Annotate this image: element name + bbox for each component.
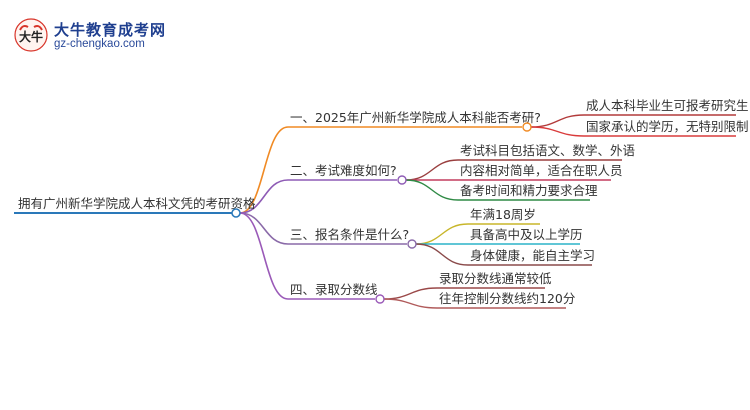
branch-label: 二、考试难度如何? [290,163,397,178]
logo-title: 大牛教育成考网 [54,21,167,39]
mind-map-nodes: 拥有广州新华学院成人本科文凭的考研资格 一、2025年广州新华学院成人本科能否考研… [18,98,749,306]
leaf-connector [530,126,585,137]
leaf-connector [405,159,459,181]
leaf-label: 录取分数线通常较低 [439,271,552,286]
leaf-label: 国家承认的学历，无特别限制 [586,119,749,134]
branch-label: 一、2025年广州新华学院成人本科能否考研? [290,110,541,125]
logo-glyph: 大牛 [19,29,43,44]
root-label: 拥有广州新华学院成人本科文凭的考研资格 [18,196,256,211]
leaf-label: 考试科目包括语文、数学、外语 [460,143,635,158]
leaf-label: 成人本科毕业生可报考研究生 [586,98,749,113]
leaf-label: 年满18周岁 [470,207,536,222]
site-logo[interactable]: 大牛 大牛教育成考网 gz-chengkao.com [14,16,214,56]
branch-connector [239,179,289,214]
leaf-connector [415,223,469,245]
branch-connector [239,126,289,214]
root-node-dot[interactable] [231,208,241,218]
bull-logo-icon: 大牛 [14,18,48,52]
leaf-connector [383,298,438,309]
leaf-label: 备考时间和精力要求合理 [460,183,598,198]
mind-map-edges [14,114,736,309]
leaf-label: 具备高中及以上学历 [470,227,583,242]
branch-node-dot[interactable] [407,239,417,249]
branch-label: 四、录取分数线 [290,282,378,297]
leaf-connector [415,243,469,266]
leaf-label: 往年控制分数线约120分 [439,291,575,306]
branch-node-dot[interactable] [522,122,532,132]
branch-label: 三、报名条件是什么? [290,227,409,242]
leaf-connector [405,179,459,201]
leaf-connector [383,287,438,300]
branch-node-dot[interactable] [397,175,407,185]
leaf-label: 身体健康，能自主学习 [470,248,595,263]
branch-node-dot[interactable] [375,294,385,304]
leaf-label: 内容相对简单，适合在职人员 [460,163,623,178]
branch-connector [239,212,289,245]
logo-url: gz-chengkao.com [54,38,145,50]
branch-connector [239,212,289,300]
